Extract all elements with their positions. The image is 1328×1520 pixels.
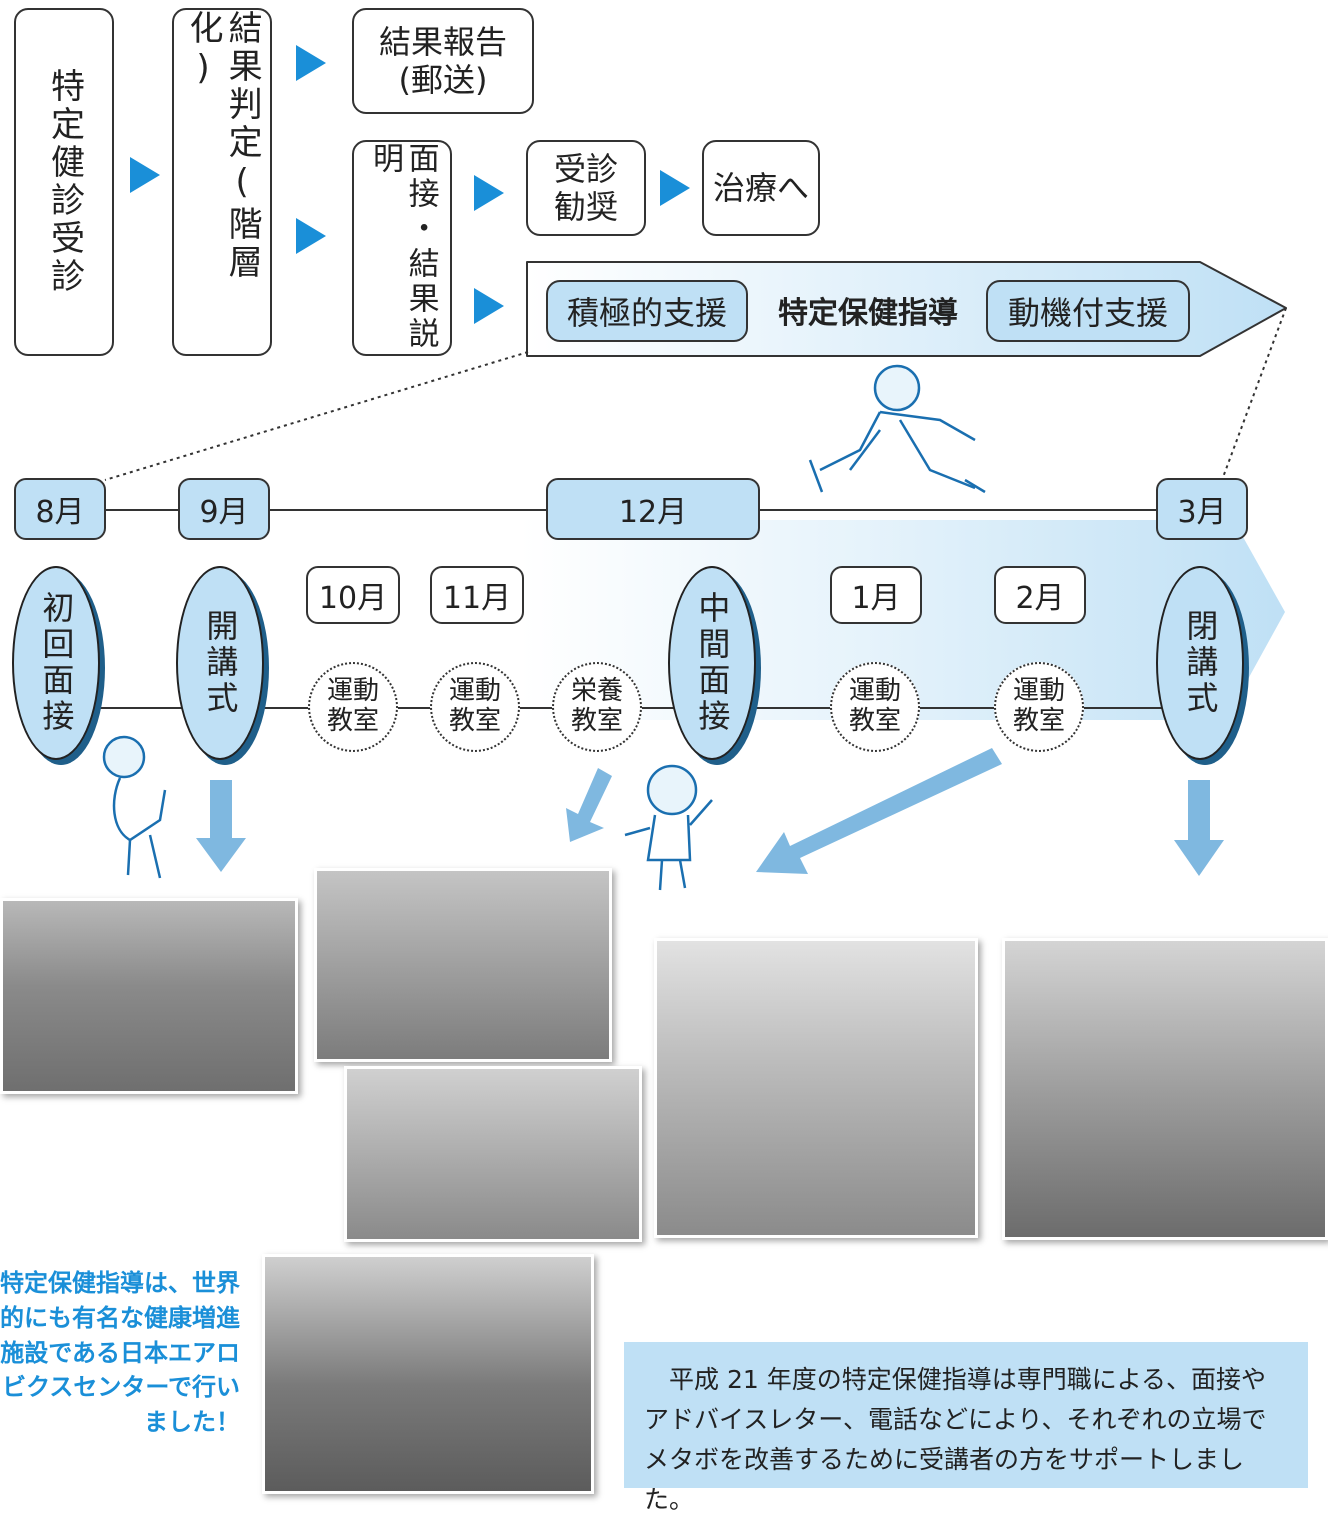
photo-gym-exercise [654, 938, 978, 1238]
event-label: 初回面接 [37, 591, 76, 735]
month-sep: 9月 [178, 478, 270, 540]
arrow-diagonal-icon [756, 748, 1002, 874]
month-jan: 1月 [830, 566, 922, 624]
flow-arrow-icon [474, 288, 504, 324]
class-label: 運動 教室 [1012, 676, 1065, 736]
event-label: 開講式 [201, 609, 240, 717]
month-label: 10月 [318, 581, 388, 616]
motivation-support-box: 動機付支援 [986, 280, 1190, 342]
class-label: 運動 教室 [848, 676, 901, 736]
month-nov: 11月 [430, 566, 524, 624]
active-support-box: 積極的支援 [546, 280, 748, 342]
photo-aerobics-center [262, 1254, 594, 1494]
class-label: 運動 教室 [448, 676, 501, 736]
photo-lecture [344, 1066, 642, 1242]
flow-arrow-icon [660, 170, 690, 206]
month-label: 11月 [442, 581, 512, 616]
flow-recommend-label: 受診 勧奨 [553, 149, 618, 226]
month-oct: 10月 [306, 566, 400, 624]
event-closing: 閉講式 [1156, 566, 1244, 760]
photo-closing-ceremony [1002, 938, 1328, 1240]
dotted-connector-left [104, 351, 529, 481]
class-exercise: 運動 教室 [994, 662, 1084, 752]
month-dec: 12月 [546, 478, 760, 540]
stretching-man-illustration [808, 364, 986, 494]
flow-arrow-icon [130, 157, 160, 193]
guidance-title: 特定保健指導 [778, 296, 958, 331]
flow-box-report: 結果報告 (郵送) [352, 8, 534, 114]
flow-arrow-icon [296, 45, 326, 81]
flow-box-interview: 面接・結果説明 [352, 140, 452, 356]
motivation-support-label: 動機付支援 [1007, 294, 1168, 332]
event-opening: 開講式 [176, 566, 264, 760]
facility-note: 特定保健指導は、世界的にも有名な健康増進施設である日本エアロビクスセンターで行い… [0, 1269, 240, 1437]
month-feb: 2月 [994, 566, 1086, 624]
arrow-down-icon [1174, 780, 1224, 876]
event-label: 中間面接 [693, 591, 732, 735]
event-label: 閉講式 [1181, 609, 1220, 717]
month-label: 8月 [35, 495, 85, 530]
class-exercise: 運動 教室 [430, 662, 520, 752]
flow-box-recommend: 受診 勧奨 [526, 140, 646, 236]
flow-box-exam: 特定健診受診 [14, 8, 114, 356]
flow-judgement-label: 結果判定(階層化) [183, 10, 263, 282]
flow-box-judgement: 結果判定(階層化) [172, 8, 272, 356]
flow-box-treatment: 治療へ [702, 140, 820, 236]
month-label: 2月 [1015, 581, 1065, 616]
flow-arrow-icon [296, 218, 326, 254]
flow-report-label: 結果報告 (郵送) [378, 22, 507, 99]
dotted-connector-right [1221, 307, 1287, 481]
month-label: 12月 [618, 495, 688, 530]
flow-treatment-label: 治療へ [712, 168, 809, 207]
class-exercise: 運動 教室 [830, 662, 920, 752]
flow-exam-label: 特定健診受診 [44, 68, 85, 296]
active-support-label: 積極的支援 [566, 294, 727, 332]
info-box: 平成 21 年度の特定保健指導は専門職による、面接やアドバイスレター、電話などに… [624, 1342, 1308, 1514]
month-label: 3月 [1177, 495, 1227, 530]
month-mar: 3月 [1156, 478, 1248, 540]
photo-opening-exercise [0, 898, 298, 1094]
event-first-interview: 初回面接 [12, 566, 100, 760]
class-nutrition: 栄養 教室 [552, 662, 642, 752]
worried-man-illustration [102, 735, 167, 879]
flow-interview-label: 面接・結果説明 [367, 142, 439, 352]
arrow-down-icon [196, 780, 246, 872]
flow-arrow-icon [474, 175, 504, 211]
class-label: 栄養 教室 [570, 676, 623, 736]
running-boy-illustration [624, 764, 713, 891]
class-exercise: 運動 教室 [308, 662, 398, 752]
month-aug: 8月 [14, 478, 106, 540]
class-label: 運動 教室 [326, 676, 379, 736]
month-label: 1月 [851, 581, 901, 616]
photo-nutrition-class [314, 868, 612, 1062]
arrow-diagonal-icon [566, 768, 612, 842]
event-mid-interview: 中間面接 [668, 566, 756, 760]
month-label: 9月 [199, 495, 249, 530]
